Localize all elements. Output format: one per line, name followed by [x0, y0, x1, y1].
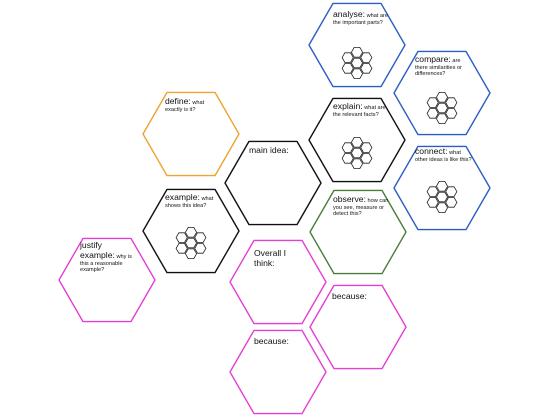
honeycomb-cell: [350, 147, 364, 159]
hexagon-prompt: what other ideas is like this?: [415, 150, 472, 163]
honeycomb-icon: [426, 92, 458, 124]
honeycomb-cell: [435, 180, 449, 192]
honeycomb-cell: [435, 202, 449, 214]
hexagon-title: analyse:: [333, 9, 366, 19]
hexagon-label-observe: observe: how can you see, measure or det…: [333, 194, 389, 218]
honeycomb-cell: [350, 68, 364, 79]
honeycomb-cell: [175, 243, 188, 254]
honeycomb-cell: [435, 191, 449, 203]
hexagon-label-because-bottom: because:: [254, 336, 310, 347]
honeycomb-cell: [194, 232, 207, 243]
honeycomb-cell: [360, 52, 373, 63]
honeycomb-icon: [175, 226, 207, 260]
hexagon-analyse: [308, 2, 406, 88]
hexagon-label-justify: justify example: why is this a reasonabl…: [80, 240, 136, 274]
hexagon-label-define: define: what exactly is it?: [165, 96, 219, 113]
honeycomb-cell: [445, 197, 458, 208]
honeycomb-cell: [445, 97, 458, 108]
hexagon-label-overall: Overall I think:: [254, 248, 298, 269]
hexagon-prompt: what exactly is it?: [165, 100, 205, 113]
honeycomb-cell: [426, 97, 439, 108]
honeycomb-cell: [360, 63, 373, 74]
hexagon-title: connect:: [415, 146, 448, 156]
honeycomb-cell: [360, 153, 373, 164]
hexagon-prompt: how can you see, measure or detect this?: [333, 198, 389, 218]
honeycomb-cell: [350, 57, 364, 69]
honeycomb-cell: [350, 136, 364, 148]
hexagon-title: Overall I think:: [254, 248, 286, 268]
hexagon-justify: [58, 237, 156, 323]
hexagon-label-because-right: because:: [332, 291, 388, 302]
honeycomb-cell: [341, 63, 354, 74]
hexagon-prompt: are there similarities or differences?: [415, 58, 462, 78]
hexagon-prompt: what are the relevant facts?: [333, 105, 386, 118]
honeycomb-cell: [435, 102, 449, 114]
hexagon-label-analyse: analyse: what are the important parts?: [333, 9, 391, 26]
honeycomb-icon: [341, 47, 373, 79]
hexagon-main: [224, 140, 322, 226]
honeycomb-cell: [426, 108, 439, 119]
hexagon-title: because:: [254, 336, 289, 346]
honeycomb-cell: [435, 113, 449, 124]
hexagon-overall: [229, 239, 327, 325]
hexagon-title: define:: [165, 96, 191, 106]
hexagon-label-explain: explain: what are the relevant facts?: [333, 101, 389, 118]
honeycomb-cell: [426, 186, 439, 197]
hexagon-title: because:: [332, 291, 367, 301]
hexagon-because2: [229, 329, 327, 415]
hexagon-prompt: why is this a reasonable example?: [80, 253, 132, 274]
hexagon-observe: [309, 189, 407, 275]
honeycomb-cell: [184, 226, 198, 238]
honeycomb-icon: [426, 180, 458, 214]
honeycomb-cell: [341, 142, 354, 153]
honeycomb-cell: [445, 108, 458, 119]
honeycomb-cell: [184, 248, 198, 260]
honeycomb-cell: [360, 142, 373, 153]
hexagon-title: observe:: [333, 194, 366, 204]
honeycomb-icon: [341, 136, 373, 170]
hexagon-title: main idea:: [249, 145, 289, 155]
honeycomb-cell: [194, 243, 207, 254]
hexagon-title: justify example:: [80, 240, 115, 260]
honeycomb-cell: [350, 47, 364, 58]
hexagon-label-main: main idea:: [249, 145, 305, 156]
hexagon-prompt: what shows this idea?: [165, 196, 214, 209]
hexagon-title: explain:: [333, 101, 363, 111]
hexagon-title: example:: [165, 192, 200, 202]
hexagon-prompt: what are the important parts?: [333, 13, 389, 26]
hexagon-because1: [309, 284, 407, 370]
honeycomb-cell: [175, 232, 188, 243]
hexagon-label-connect: connect: what other ideas is like this?: [415, 146, 473, 163]
honeycomb-cell: [435, 92, 449, 103]
honeycomb-cell: [445, 186, 458, 197]
honeycomb-cell: [184, 237, 198, 249]
honeycomb-cell: [341, 153, 354, 164]
honeycomb-cell: [426, 197, 439, 208]
hexagon-define: [142, 91, 240, 177]
honeycomb-cell: [341, 52, 354, 63]
honeycomb-cell: [350, 158, 364, 170]
hexagon-label-example: example: what shows this idea?: [165, 192, 221, 209]
hexagon-label-compare: compare: are there similarities or diffe…: [415, 54, 473, 78]
hexagon-title: compare:: [415, 54, 451, 64]
